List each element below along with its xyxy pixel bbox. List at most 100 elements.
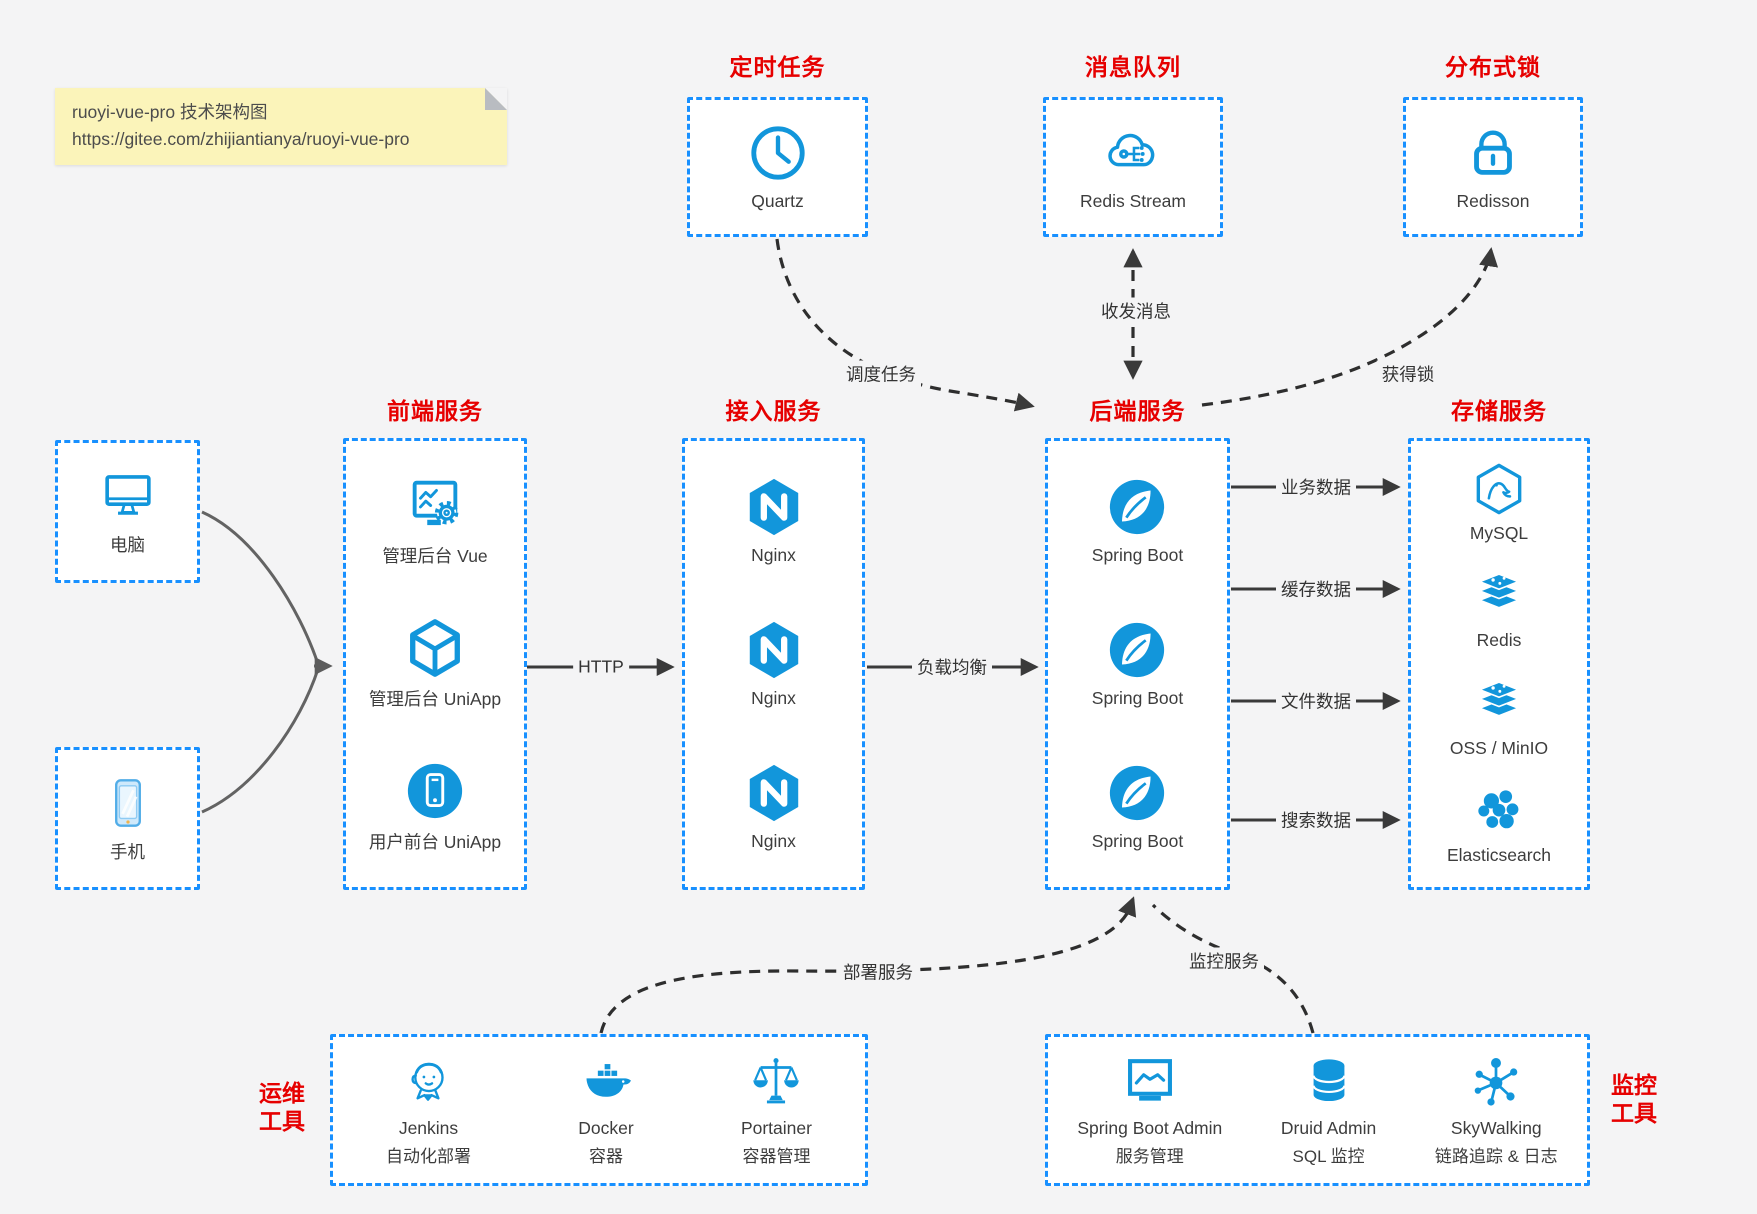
node-label: Nginx xyxy=(751,544,796,565)
redis-stream-box: Redis Stream xyxy=(1043,97,1223,237)
ops-tools-label-line1: 运维 xyxy=(259,1080,305,1106)
node-jenkins: Jenkins 自动化部署 xyxy=(386,1053,471,1167)
edge-label-send-receive-msg: 收发消息 xyxy=(1096,297,1176,325)
node-elasticsearch: Elasticsearch xyxy=(1447,784,1551,866)
edge-label-deploy-service: 部署服务 xyxy=(838,958,918,986)
node-admin-uniapp: 管理后台 UniApp xyxy=(369,617,501,711)
redisson-box: Redisson xyxy=(1403,97,1583,237)
node-redisson: Redisson xyxy=(1456,122,1530,212)
mobile-icon xyxy=(99,774,157,832)
node-nginx-1: Nginx xyxy=(743,476,805,566)
node-druid-admin: Druid Admin SQL 监控 xyxy=(1281,1053,1376,1167)
monitor-tools-side-label: 监控 工具 xyxy=(1598,1072,1670,1127)
jenkins-icon xyxy=(399,1053,457,1111)
node-label: Redis xyxy=(1476,630,1522,651)
edge-label-file-data: 文件数据 xyxy=(1276,687,1356,715)
node-label: Docker xyxy=(578,1118,634,1138)
ops-tools-side-label: 运维 工具 xyxy=(246,1080,318,1135)
node-desc: 链路追踪 & 日志 xyxy=(1434,1147,1558,1166)
node-label: Nginx xyxy=(751,831,796,852)
edge-label-cache-data: 缓存数据 xyxy=(1276,575,1356,603)
database-icon xyxy=(1300,1053,1358,1111)
backend-services-box: Spring Boot Spring Boot Spring Boot xyxy=(1045,438,1230,890)
node-admin-vue: 管理后台 Vue xyxy=(382,474,488,568)
nginx-icon xyxy=(743,476,805,538)
title-gateway-services: 接入服务 xyxy=(725,398,822,424)
note-fold-icon xyxy=(485,88,507,110)
skywalking-hub-icon xyxy=(1467,1053,1525,1111)
monitor-tools-label-line1: 监控 xyxy=(1611,1072,1657,1098)
node-springboot-2: Spring Boot xyxy=(1092,619,1183,709)
node-label: Redisson xyxy=(1456,191,1530,211)
node-label: SkyWalking xyxy=(1450,1118,1542,1138)
node-quartz: Quartz xyxy=(747,122,809,212)
title-scheduled-tasks: 定时任务 xyxy=(729,54,826,80)
elasticsearch-icon xyxy=(1472,784,1526,838)
node-mobile: 手机 xyxy=(99,774,157,864)
lock-icon xyxy=(1462,122,1524,184)
node-label: Druid Admin xyxy=(1280,1118,1377,1138)
uniapp-cube-icon xyxy=(404,617,466,679)
gateway-services-box: Nginx Nginx Nginx xyxy=(682,438,865,890)
nginx-icon xyxy=(743,762,805,824)
node-label: Spring Boot Admin xyxy=(1077,1118,1223,1138)
node-label: Nginx xyxy=(751,687,796,708)
node-docker: Docker 容器 xyxy=(577,1053,635,1167)
node-springboot-3: Spring Boot xyxy=(1092,762,1183,852)
node-label: Redis Stream xyxy=(1079,191,1186,211)
ops-tools-label-line2: 工具 xyxy=(259,1107,305,1134)
sticky-note: ruoyi-vue-pro 技术架构图 https://gitee.com/zh… xyxy=(55,88,507,165)
portainer-scales-icon xyxy=(747,1053,805,1111)
spring-icon xyxy=(1106,619,1168,681)
node-portainer: Portainer 容器管理 xyxy=(741,1053,812,1167)
docker-whale-icon xyxy=(577,1053,635,1111)
node-label: Quartz xyxy=(751,191,804,211)
title-distributed-lock: 分布式锁 xyxy=(1445,54,1541,80)
node-label: OSS / MinIO xyxy=(1449,737,1549,758)
desktop-icon xyxy=(99,467,157,525)
node-desc: 自动化部署 xyxy=(385,1147,471,1166)
oss-stack-icon xyxy=(1472,677,1526,731)
spring-icon xyxy=(1106,476,1168,538)
node-redis-stream: Redis Stream xyxy=(1080,122,1186,212)
title-message-queue: 消息队列 xyxy=(1085,54,1181,80)
node-label: Spring Boot xyxy=(1091,687,1184,708)
edge-schedule-job xyxy=(775,238,1035,412)
user-app-icon xyxy=(404,760,466,822)
edge-deploy-service xyxy=(599,896,1137,1034)
redis-stack-icon xyxy=(1472,569,1526,623)
node-label: Spring Boot xyxy=(1091,831,1184,852)
spring-icon xyxy=(1106,762,1168,824)
edge-label-business-data: 业务数据 xyxy=(1276,473,1356,501)
mobile-client-box: 手机 xyxy=(55,747,200,890)
node-skywalking: SkyWalking 链路追踪 & 日志 xyxy=(1435,1053,1558,1167)
node-oss-minio: OSS / MinIO xyxy=(1450,677,1548,759)
node-label: 管理后台 UniApp xyxy=(368,688,502,709)
node-desc: SQL 监控 xyxy=(1292,1147,1365,1166)
edge-label-load-balance: 负载均衡 xyxy=(912,653,992,681)
node-spring-boot-admin: Spring Boot Admin 服务管理 xyxy=(1077,1053,1222,1167)
node-label: Jenkins xyxy=(398,1118,459,1138)
edge-label-monitor-service: 监控服务 xyxy=(1184,947,1264,975)
edge-label-search-data: 搜索数据 xyxy=(1276,806,1356,834)
edge-acquire-lock xyxy=(1201,247,1499,407)
node-label: Portainer xyxy=(740,1118,812,1138)
edge-label-http: HTTP xyxy=(573,655,629,679)
node-label: Elasticsearch xyxy=(1446,845,1552,866)
node-label: Spring Boot xyxy=(1091,544,1184,565)
nginx-icon xyxy=(743,619,805,681)
node-label: 手机 xyxy=(110,841,145,862)
node-nginx-2: Nginx xyxy=(743,619,805,709)
pc-client-box: 电脑 xyxy=(55,440,200,583)
monitor-tools-box: Spring Boot Admin 服务管理 Druid Admin SQL 监… xyxy=(1045,1034,1590,1186)
node-pc: 电脑 xyxy=(99,467,157,557)
node-nginx-3: Nginx xyxy=(743,762,805,852)
node-desc: 容器管理 xyxy=(742,1147,811,1166)
mysql-icon xyxy=(1472,462,1526,516)
title-frontend-services: 前端服务 xyxy=(387,398,483,424)
edge-pc-to-frontend xyxy=(201,510,320,665)
title-backend-services: 后端服务 xyxy=(1089,398,1186,424)
monitor-tools-label-line2: 工具 xyxy=(1611,1099,1657,1126)
clock-icon xyxy=(747,122,809,184)
